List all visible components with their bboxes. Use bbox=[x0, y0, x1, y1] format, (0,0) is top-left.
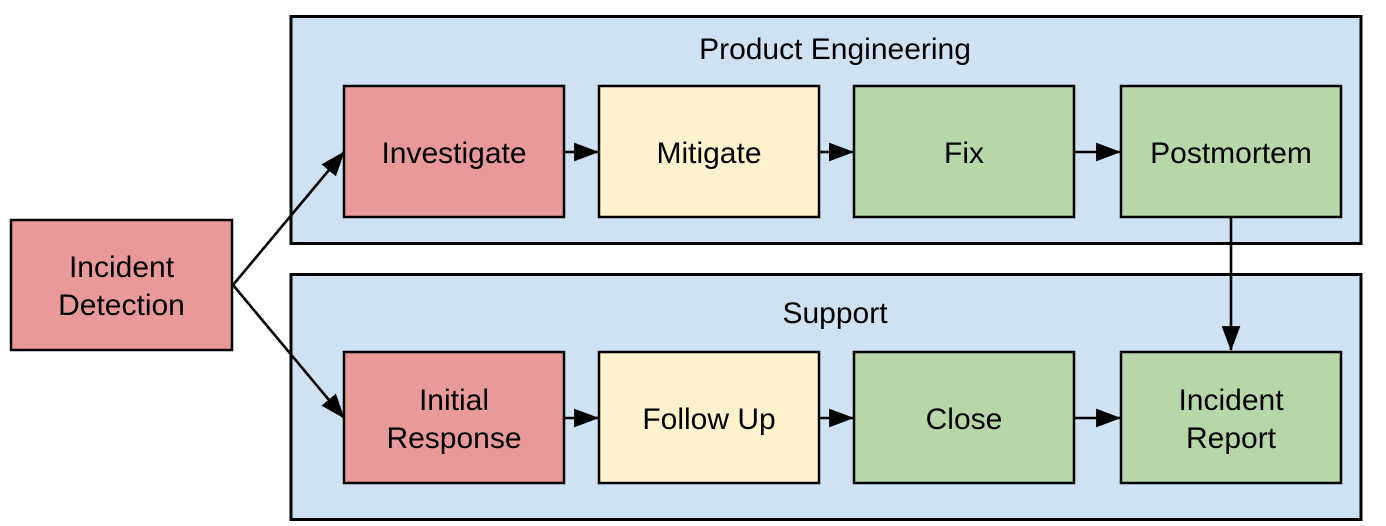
node-mitigate[interactable]: Mitigate bbox=[597, 84, 821, 219]
node-fix-box[interactable] bbox=[852, 84, 1076, 219]
node-mitigate-box[interactable] bbox=[597, 84, 821, 219]
node-incident-report-label-line1: Incident bbox=[1178, 384, 1284, 417]
node-initial-response-label-line2: Response bbox=[386, 422, 521, 455]
node-incident-report[interactable]: Incident Report bbox=[1119, 350, 1343, 485]
node-initial-response-label-line1: Initial bbox=[419, 384, 489, 417]
node-fix[interactable]: Fix bbox=[852, 84, 1076, 219]
node-postmortem[interactable]: Postmortem bbox=[1119, 84, 1343, 219]
node-incident-detection-label-line1: Incident bbox=[69, 251, 175, 284]
node-incident-detection-box[interactable] bbox=[9, 218, 234, 352]
edge-incident-detection-to-investigate bbox=[232, 151, 345, 286]
node-postmortem-label: Postmortem bbox=[1150, 137, 1312, 170]
node-close-label: Close bbox=[926, 403, 1003, 436]
node-incident-report-box[interactable] bbox=[1119, 350, 1343, 485]
edge-incident-detection-to-initial-response bbox=[232, 284, 345, 419]
node-incident-detection[interactable]: Incident Detection bbox=[9, 218, 234, 352]
lane-product-engineering-title: Product Engineering bbox=[699, 33, 971, 66]
node-close[interactable]: Close bbox=[852, 350, 1076, 485]
node-incident-report-label-line2: Report bbox=[1186, 422, 1277, 455]
edges-group bbox=[232, 142, 1241, 428]
node-follow-up-box[interactable] bbox=[597, 350, 821, 485]
node-investigate-label: Investigate bbox=[381, 137, 526, 170]
node-follow-up-label: Follow Up bbox=[642, 403, 775, 436]
node-mitigate-label: Mitigate bbox=[656, 137, 761, 170]
lane-support-title: Support bbox=[782, 297, 888, 330]
node-investigate[interactable]: Investigate bbox=[342, 84, 566, 219]
node-initial-response-box[interactable] bbox=[342, 350, 566, 485]
node-initial-response[interactable]: Initial Response bbox=[342, 350, 566, 485]
node-close-box[interactable] bbox=[852, 350, 1076, 485]
node-fix-label: Fix bbox=[944, 137, 984, 170]
node-postmortem-box[interactable] bbox=[1119, 84, 1343, 219]
node-follow-up[interactable]: Follow Up bbox=[597, 350, 821, 485]
node-investigate-box[interactable] bbox=[342, 84, 566, 219]
node-incident-detection-label-line2: Detection bbox=[58, 289, 185, 322]
